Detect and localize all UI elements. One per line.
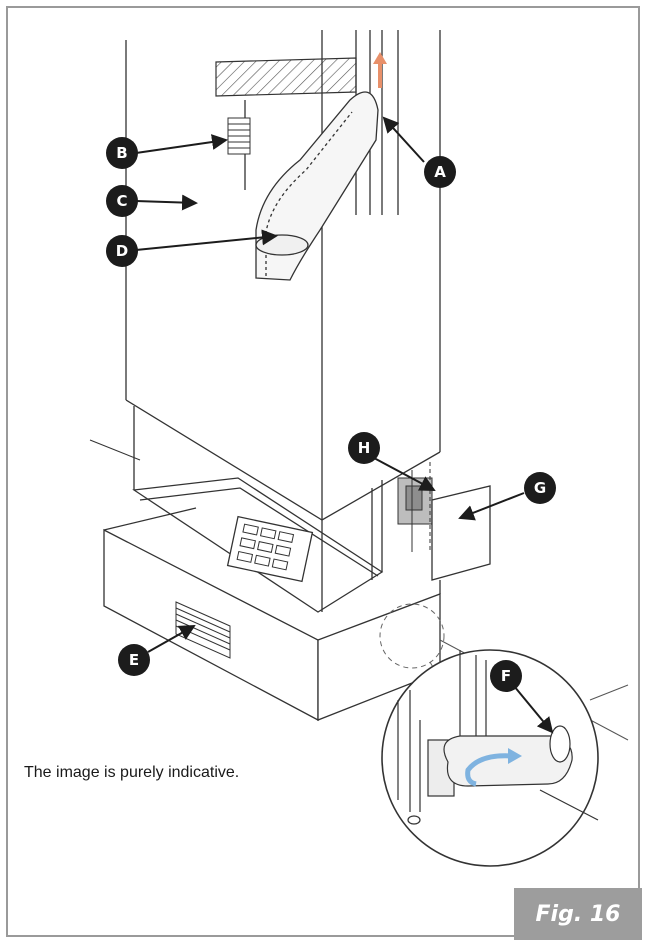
callout-g-label: G	[534, 479, 546, 497]
callout-a-label: A	[434, 163, 446, 181]
callout-leader-lines	[135, 116, 554, 734]
callout-d: D	[106, 235, 138, 267]
indicative-note: The image is purely indicative.	[24, 764, 240, 781]
callout-c: C	[106, 185, 138, 217]
callout-d-label: D	[116, 242, 128, 260]
flue-pipe-elbow	[255, 91, 379, 281]
callout-g: G	[524, 472, 556, 504]
callout-c-label: C	[116, 192, 127, 210]
callout-a: A	[424, 156, 456, 188]
smoke-flow-up-arrow	[373, 52, 387, 88]
callout-h-label: H	[358, 439, 371, 457]
callout-b: B	[106, 137, 138, 169]
inspection-panel	[431, 485, 491, 581]
air-connection-bracket	[397, 462, 433, 552]
callout-e: E	[118, 644, 150, 676]
figure-label: Fig. 16	[514, 888, 642, 940]
callout-e-label: E	[129, 651, 139, 669]
callout-f-label: F	[501, 667, 511, 685]
detail-view	[379, 603, 599, 867]
callout-f: F	[490, 660, 522, 692]
callout-h: H	[348, 432, 380, 464]
callout-b-label: B	[116, 144, 127, 162]
ceiling-slab	[215, 57, 357, 97]
airflow-curve-arrow	[465, 748, 522, 787]
firebox	[89, 406, 384, 613]
upper-vent-grille	[227, 117, 251, 155]
